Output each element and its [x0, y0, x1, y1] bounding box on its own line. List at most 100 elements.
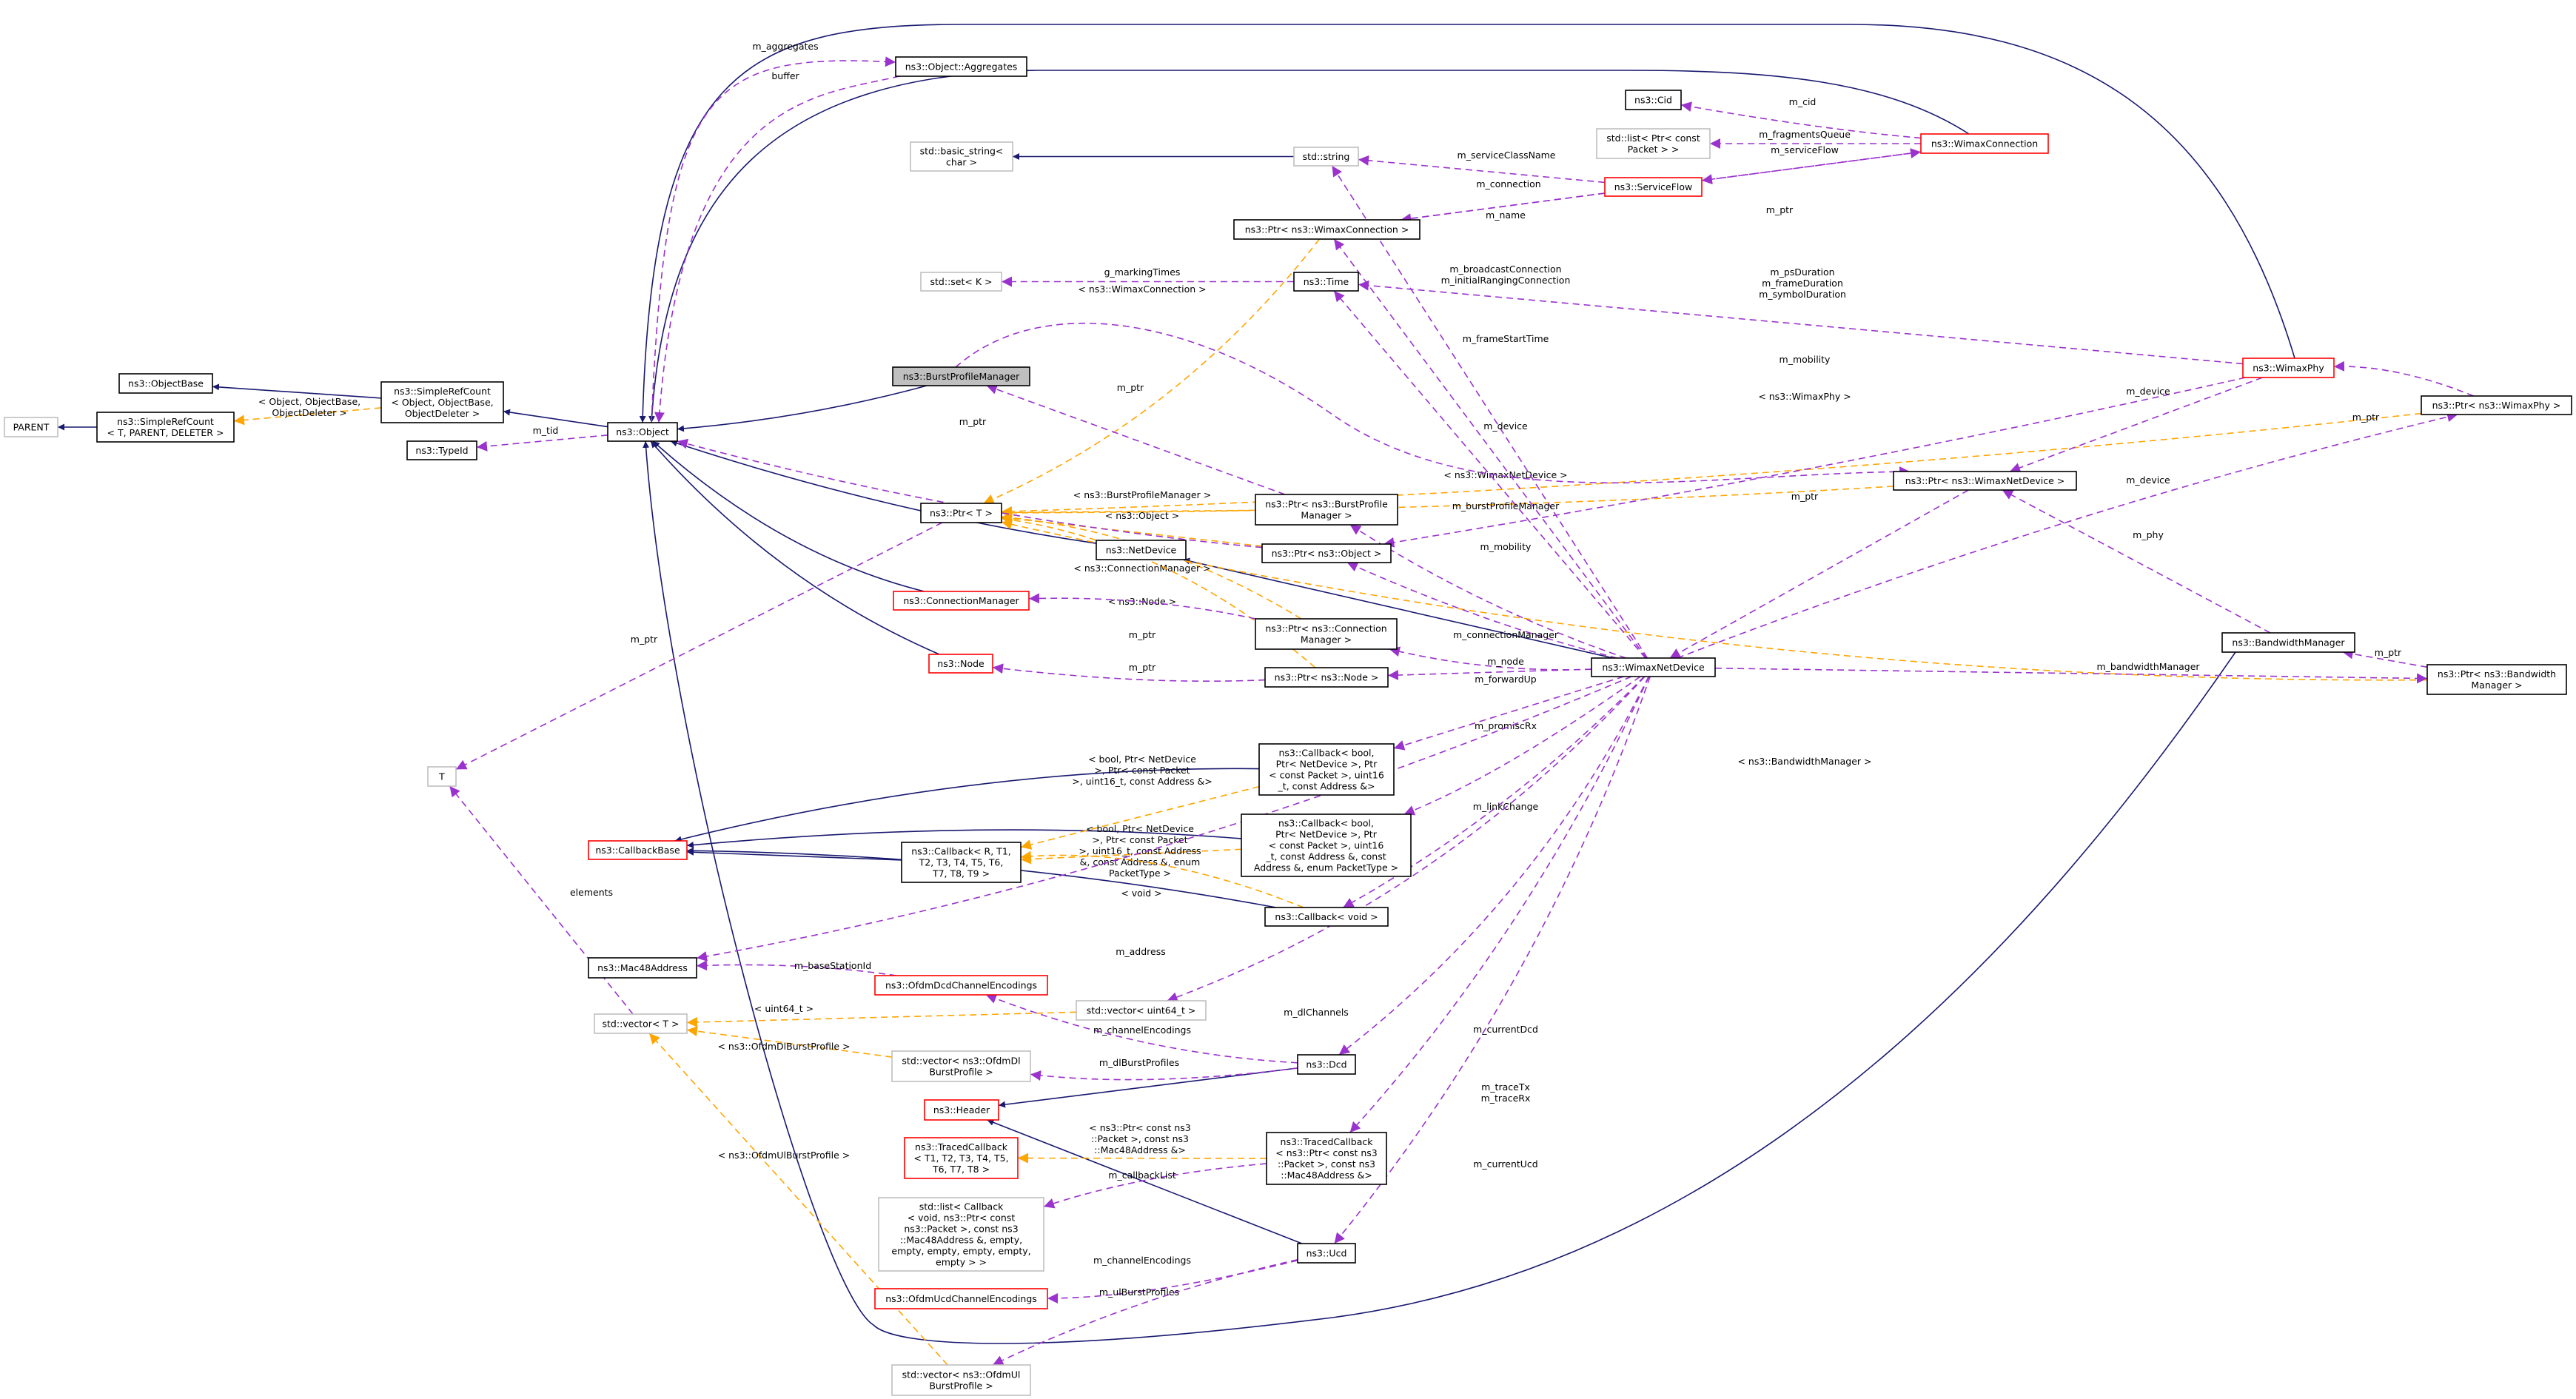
- edge-label: >, Ptr< const Packet: [1092, 834, 1187, 845]
- edge-line: [1167, 676, 1646, 1002]
- edge-label: m_traceRx: [1481, 1093, 1531, 1104]
- class-node-ServiceFlow[interactable]: ns3::ServiceFlow: [1604, 177, 1703, 197]
- class-node-SRC_Obj[interactable]: ns3::SimpleRefCount< Object, ObjectBase,…: [380, 381, 504, 423]
- edge-inherit-WC-to-Object: [648, 70, 1970, 423]
- class-node-PtrBPM[interactable]: ns3::Ptr< ns3::BurstProfileManager >: [1255, 494, 1398, 526]
- edge-usage-PtrBPM-to-BPM: m_ptr: [986, 382, 1286, 495]
- class-name: ns3::Ucd: [1307, 1248, 1347, 1259]
- edge-label: m_frameDuration: [1762, 278, 1843, 289]
- class-name: BurstProfile >: [929, 1380, 993, 1392]
- class-node-Cb4[interactable]: ns3::Callback< bool,Ptr< NetDevice >, Pt…: [1258, 743, 1395, 796]
- class-name: empty > >: [936, 1257, 987, 1268]
- class-node-PtrWC[interactable]: ns3::Ptr< ns3::WimaxConnection >: [1233, 219, 1421, 240]
- class-name: ns3::NetDevice: [1106, 545, 1177, 556]
- edge-label: m_ulBurstProfiles: [1099, 1286, 1179, 1298]
- class-node-TypeId[interactable]: ns3::TypeId: [406, 440, 477, 460]
- edge-label: m_dlChannels: [1284, 1007, 1349, 1018]
- edge-usage-WND-to-PtrObj: m_mobility: [1346, 541, 1617, 659]
- edge-line: [686, 1011, 1077, 1027]
- class-node-PtrCM[interactable]: ns3::Ptr< ns3::ConnectionManager >: [1255, 618, 1398, 650]
- edge-inherit-WimaxPhy-to-Object: [639, 24, 2295, 423]
- edge-label: m_ptr: [1766, 204, 1794, 215]
- edge-line: [1043, 1163, 1267, 1209]
- class-name: ns3::Packet >, const ns3: [904, 1224, 1018, 1235]
- class-node-CM[interactable]: ns3::ConnectionManager: [893, 591, 1030, 611]
- class-node-StdString[interactable]: std::string: [1293, 147, 1359, 167]
- edge-usage-WND-to-PtrNode: m_node: [1387, 656, 1592, 681]
- class-node-CbVoid[interactable]: ns3::Callback< void >: [1264, 907, 1389, 927]
- edge-label: m_currentDcd: [1473, 1024, 1538, 1035]
- edge-line: [1403, 676, 1641, 816]
- edge-usage-Dcd-to-VecDl: m_dlBurstProfiles: [1030, 1057, 1298, 1081]
- class-node-SetK[interactable]: std::set< K >: [920, 272, 1002, 292]
- class-node-PtrNode[interactable]: ns3::Ptr< ns3::Node >: [1264, 667, 1389, 688]
- class-node-TcT[interactable]: ns3::TracedCallback< T1, T2, T3, T4, T5,…: [904, 1137, 1019, 1179]
- class-node-CbR[interactable]: ns3::Callback< R, T1,T2, T3, T4, T5, T6,…: [901, 842, 1022, 883]
- edge-line: [986, 384, 1286, 495]
- class-node-WC[interactable]: ns3::WimaxConnection: [1920, 133, 2049, 154]
- class-node-Ucd[interactable]: ns3::Ucd: [1297, 1243, 1356, 1264]
- edge-usage-WC-to-Cid: m_cid: [1680, 96, 1922, 139]
- class-node-BM[interactable]: ns3::BandwidthManager: [2221, 632, 2355, 653]
- class-node-VecT[interactable]: std::vector< T >: [594, 1013, 688, 1034]
- edge-label: m_device: [2126, 386, 2170, 397]
- edge-label: m_ptr: [1129, 662, 1156, 673]
- class-name: ns3::SimpleRefCount: [117, 416, 214, 427]
- class-node-Time[interactable]: ns3::Time: [1293, 272, 1359, 292]
- edge-label: m_psDuration: [1770, 266, 1834, 278]
- class-node-OfdmUcd[interactable]: ns3::OfdmUcdChannelEncodings: [874, 1288, 1048, 1309]
- edge-label: g_markingTimes: [1104, 266, 1181, 278]
- class-node-T[interactable]: T: [427, 766, 457, 787]
- class-node-Object[interactable]: ns3::Object: [607, 422, 678, 442]
- edge-label: < bool, Ptr< NetDevice: [1086, 823, 1194, 834]
- class-box: [920, 272, 1002, 292]
- edge-line: [1349, 676, 1650, 1133]
- class-node-PARENT[interactable]: PARENT: [4, 417, 58, 437]
- class-node-Cid[interactable]: ns3::Cid: [1625, 90, 1682, 110]
- class-node-VecU64[interactable]: std::vector< uint64_t >: [1076, 1000, 1207, 1021]
- class-node-Mac48[interactable]: ns3::Mac48Address: [588, 957, 697, 979]
- class-node-SRC_T[interactable]: ns3::SimpleRefCount< T, PARENT, DELETER …: [96, 412, 235, 443]
- class-node-WimaxPhy[interactable]: ns3::WimaxPhy: [2242, 358, 2335, 378]
- class-node-VecDl[interactable]: std::vector< ns3::OfdmDlBurstProfile >: [891, 1050, 1031, 1082]
- class-name: T7, T8, T9 >: [932, 868, 990, 879]
- edge-usage-Ucd-to-VecUl: m_ulBurstProfiles: [992, 1258, 1298, 1366]
- class-node-PtrWND[interactable]: ns3::Ptr< ns3::WimaxNetDevice >: [1893, 471, 2077, 491]
- edge-inherit-CbR-to-CallbackBase: [686, 848, 902, 861]
- class-name: std::list< Ptr< const: [1606, 132, 1700, 144]
- class-node-ObjectBase[interactable]: ns3::ObjectBase: [118, 373, 213, 394]
- class-node-WND[interactable]: ns3::WimaxNetDevice: [1591, 657, 1716, 677]
- edge-label: m_device: [1483, 420, 1528, 432]
- class-node-TcPtr[interactable]: ns3::TracedCallback< ns3::Ptr< const ns3…: [1266, 1132, 1387, 1185]
- class-node-CbPT[interactable]: ns3::Callback< bool,Ptr< NetDevice >, Pt…: [1241, 813, 1412, 877]
- class-node-OfdmDcd[interactable]: ns3::OfdmDcdChannelEncodings: [874, 975, 1048, 996]
- class-node-CallbackBase[interactable]: ns3::CallbackBase: [588, 840, 688, 860]
- edge-label: m_channelEncodings: [1093, 1255, 1191, 1266]
- class-node-BPM[interactable]: ns3::BurstProfileManager: [892, 366, 1030, 386]
- edge-line: [2333, 360, 2474, 397]
- edge-label: < ns3::Object >: [1105, 510, 1179, 521]
- class-box: [1920, 133, 2049, 154]
- class-node-PtrPhy[interactable]: ns3::Ptr< ns3::WimaxPhy >: [2421, 395, 2572, 415]
- class-node-Node[interactable]: ns3::Node: [928, 654, 993, 674]
- edge-inherit-Object-to-SRC_Obj: [503, 409, 608, 428]
- class-box: [891, 1050, 1031, 1082]
- class-box: [895, 56, 1027, 77]
- class-box: [874, 1288, 1048, 1309]
- class-node-VecUl[interactable]: std::vector< ns3::OfdmUlBurstProfile >: [891, 1364, 1031, 1396]
- class-node-BasicString[interactable]: std::basic_string<char >: [910, 141, 1013, 172]
- class-node-Aggregates[interactable]: ns3::Object::Aggregates: [895, 56, 1027, 77]
- class-name: T2, T3, T4, T5, T6,: [919, 857, 1004, 868]
- class-node-PtrT[interactable]: ns3::Ptr< T >: [920, 503, 1002, 523]
- class-node-PtrBM[interactable]: ns3::Ptr< ns3::BandwidthManager >: [2426, 664, 2567, 695]
- class-node-Header[interactable]: ns3::Header: [924, 1099, 999, 1121]
- edge-line: [992, 1258, 1298, 1366]
- edge-template-PtrWND-to-PtrT: < ns3::WimaxNetDevice >: [1001, 469, 1894, 518]
- class-node-Dcd[interactable]: ns3::Dcd: [1297, 1054, 1356, 1075]
- class-node-PtrObj[interactable]: ns3::Ptr< ns3::Object >: [1261, 543, 1392, 563]
- class-node-NetDevice[interactable]: ns3::NetDevice: [1096, 540, 1187, 560]
- edge-line: [449, 785, 634, 1015]
- class-box: [1258, 743, 1395, 796]
- class-node-ListCb[interactable]: std::list< Callback< void, ns3::Ptr< con…: [878, 1197, 1044, 1272]
